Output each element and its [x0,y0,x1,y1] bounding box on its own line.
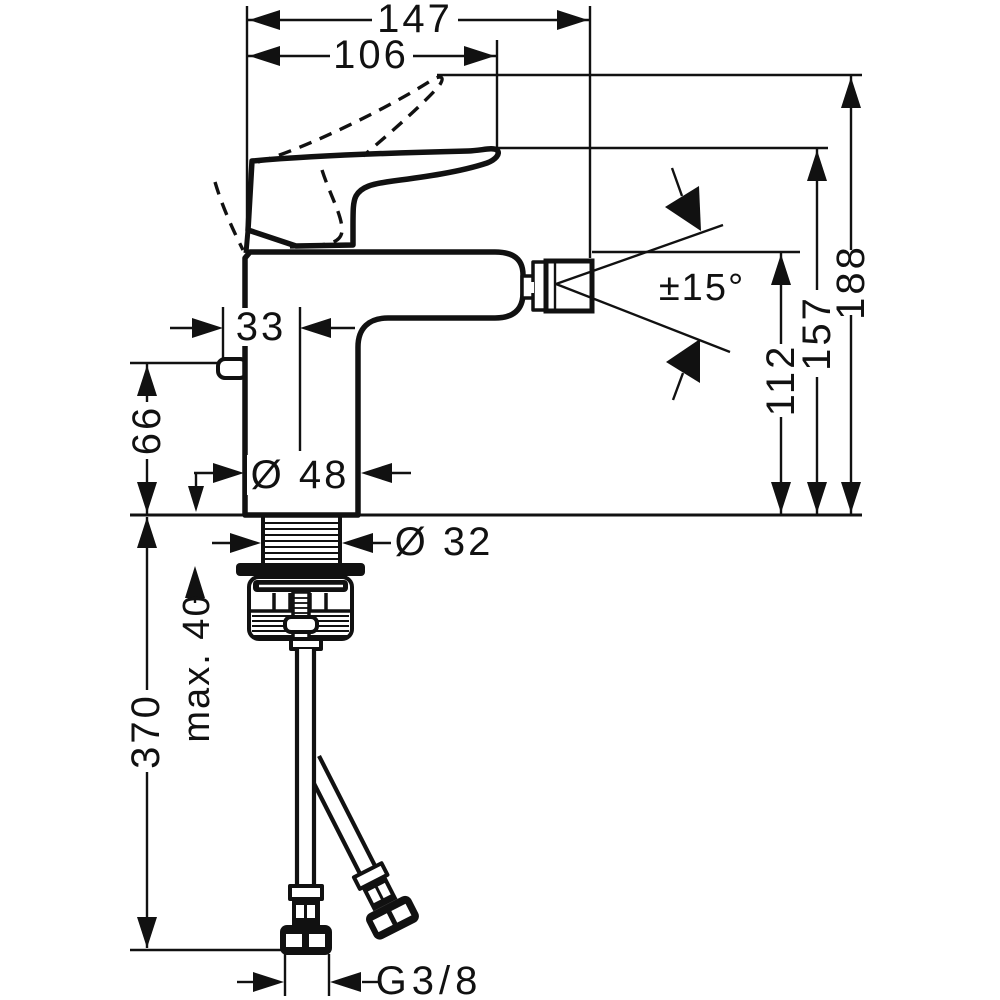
angled-hose [302,754,419,940]
dimension-height-lever-tip: 157 [795,148,839,515]
dim-height-clip-label: 66 [125,405,169,456]
mounting-hardware [236,517,365,651]
rotation-arrow-lower [666,339,700,383]
arrowhead-right [342,533,373,553]
dim-width-overall-label: 147 [377,0,453,41]
arrowhead-bottom [771,482,791,513]
arrowhead-right [300,318,331,338]
handle-dashed-positions [213,75,444,251]
arrowhead-bottom [137,482,157,513]
dimension-width-spout: 106 [247,33,497,77]
hose-overlap-mask [299,649,313,887]
dim-height-overall-label: 188 [829,244,873,320]
arrowhead-left [253,972,284,992]
dim-offset-lever-label: 33 [236,305,287,349]
arrowhead-left [249,46,280,66]
dim-swivel-angle-label: ±15° [659,267,745,309]
dim-connection-thread-label: G3/8 [376,959,483,1000]
dim-width-spout-label: 106 [333,33,409,77]
spray-outlet [520,258,595,314]
dimension-dia-shank: Ø 32 [212,520,494,564]
arrowhead-left [213,463,244,483]
thread-lines [264,522,339,560]
dimension-max-counter-thickness: max. 40 [176,566,218,743]
arrowhead-left [249,10,280,30]
straight-hose [280,649,332,955]
arrowhead-left [230,533,261,553]
arrowhead-right [361,463,392,483]
dimension-swivel-angle: ±15° [555,167,745,401]
dim-dia-base-label: Ø 48 [251,453,350,497]
aerator-box [543,258,595,314]
stud-thread-lines [294,597,308,614]
dim-max-counter-thickness-label: max. 40 [176,593,218,742]
rotation-arrow-upper [665,186,701,231]
arrowhead-up [185,566,205,598]
base-flange [236,563,365,576]
stud-t-piece [283,615,319,634]
handle-base-edge [243,229,251,254]
arrowhead-bottom [807,482,827,513]
arrowhead-top [807,150,827,181]
dimension-offset-lever: 33 [170,305,355,451]
arrowhead-top [771,254,791,285]
arrowhead-top [841,77,861,108]
arrowhead-right [557,10,588,30]
threaded-shank [261,517,342,564]
dimension-dia-base: Ø 48 [188,453,411,512]
dimension-height-overall: 188 [829,75,873,515]
dimension-hose-length: 370 [124,517,168,948]
arrowhead-right [464,46,495,66]
arrowhead-bottom [841,482,861,513]
dimension-connection-thread: G3/8 [237,959,483,1000]
arrowhead-top [137,517,157,548]
faucet-body [242,249,526,518]
dim-dia-shank-label: Ø 32 [395,520,494,564]
dimension-height-clip: 66 [125,363,169,515]
dimension-width-overall: 147 [247,0,590,41]
supply-hoses [280,649,419,955]
arrowhead-right [330,972,361,992]
arrowhead-top [137,365,157,396]
dimension-height-outlet: 112 [759,252,803,515]
lever-handle [245,146,501,249]
arrowhead-bottom [137,917,157,948]
arrowhead-left [192,318,223,338]
hose-collar [289,637,323,651]
arrowhead-deck [188,486,204,512]
hose-nut [280,925,332,955]
faucet-body-group [213,75,595,518]
mounting-nut [247,575,354,651]
dim-height-lever-tip-label: 157 [795,295,839,371]
dim-hose-length-label: 370 [124,693,168,769]
dim-height-outlet-label: 112 [759,344,803,417]
